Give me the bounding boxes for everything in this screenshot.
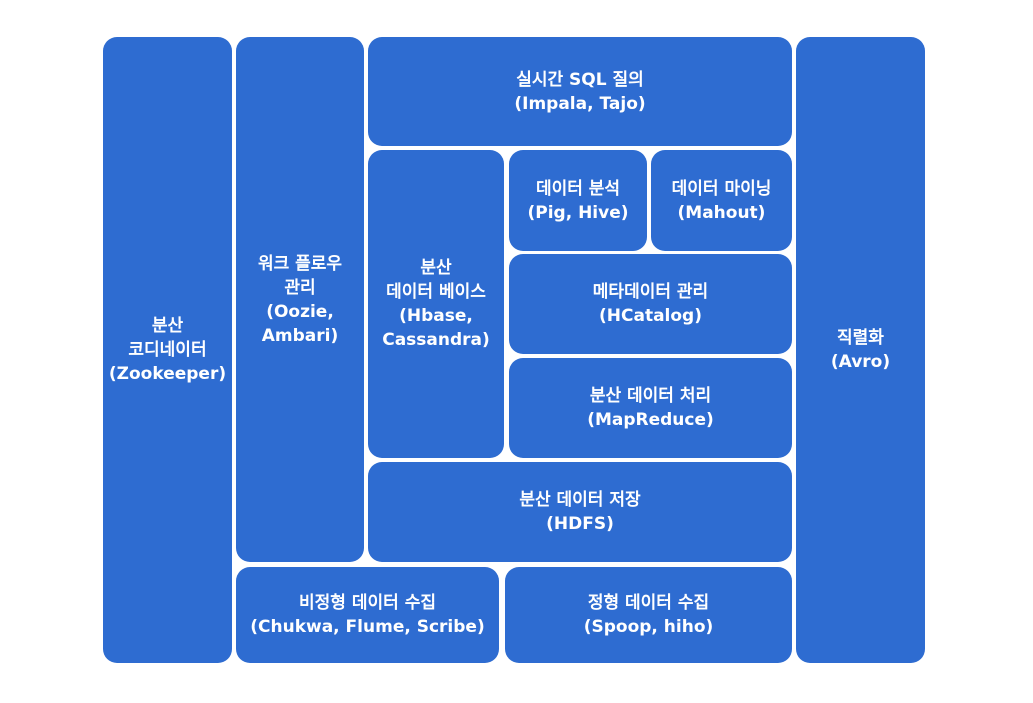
block-title: 실시간 SQL 질의 [516,69,644,90]
block-metadata-management: 메타데이터 관리 (HCatalog) [509,254,792,354]
block-title: 정형 데이터 수집 [587,593,710,613]
block-title: 워크 플로우 [257,253,343,274]
block-subtitle: Ambari) [261,325,339,346]
block-title: 비정형 데이터 수집 [299,593,436,613]
block-subtitle: Cassandra) [382,330,490,350]
block-workflow-management: 워크 플로우 관리 (Oozie, Ambari) [236,37,364,562]
block-subtitle: (Pig, Hive) [527,202,629,223]
block-subtitle: (Zookeeper) [108,364,227,384]
block-distributed-processing: 분산 데이터 처리 (MapReduce) [509,358,792,458]
block-subtitle: (HCatalog) [599,306,702,326]
block-subtitle: (Spoop, hiho) [583,617,714,637]
block-serialization: 직렬화 (Avro) [796,37,925,663]
block-title: 직렬화 [837,328,884,348]
block-title: 분산 데이터 저장 [519,490,641,510]
block-distributed-database: 분산 데이터 베이스 (Hbase, Cassandra) [368,150,504,458]
block-subtitle: (Avro) [830,352,891,372]
block-title: 데이터 마이닝 [671,178,772,199]
block-unstructured-collection: 비정형 데이터 수집 (Chukwa, Flume, Scribe) [236,567,499,663]
block-subtitle: (MapReduce) [587,410,714,430]
block-subtitle: (Mahout) [677,202,766,223]
block-title: 분산 데이터 처리 [589,386,712,406]
block-data-analysis: 데이터 분석 (Pig, Hive) [509,150,647,251]
block-subtitle: (Impala, Tajo) [514,93,646,114]
block-structured-collection: 정형 데이터 수집 (Spoop, hiho) [505,567,792,663]
block-title: 관리 [284,277,316,298]
block-title: 메타데이터 관리 [592,282,709,302]
block-title: 코디네이터 [128,340,207,360]
block-data-mining: 데이터 마이닝 (Mahout) [651,150,792,251]
block-title: 데이터 분석 [535,178,621,199]
block-title: 데이터 베이스 [386,282,486,302]
block-distributed-storage: 분산 데이터 저장 (HDFS) [368,462,792,562]
block-subtitle: (Chukwa, Flume, Scribe) [250,617,485,637]
block-title: 분산 [420,258,452,278]
block-distributed-coordinator: 분산 코디네이터 (Zookeeper) [103,37,232,663]
block-subtitle: (Oozie, [266,301,334,322]
block-realtime-sql-query: 실시간 SQL 질의 (Impala, Tajo) [368,37,792,146]
block-subtitle: (HDFS) [546,514,614,534]
block-subtitle: (Hbase, [399,306,473,326]
block-title: 분산 [151,316,184,336]
